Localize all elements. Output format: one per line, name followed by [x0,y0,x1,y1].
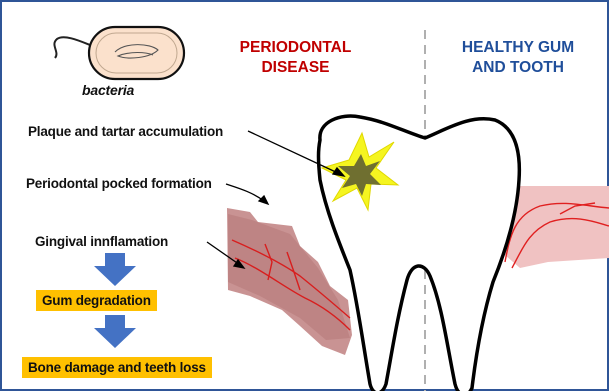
bacteria-flagellum [54,37,90,58]
pocket-arrowhead [259,196,268,204]
tooth [319,116,520,391]
pocket-pointer [226,184,264,201]
inflammation-label: Gingival innflamation [35,234,168,249]
gum-degradation-box: Gum degradation [36,290,157,311]
pocket-label: Periodontal pocked formation [26,176,212,191]
blue-arrow-down-1 [94,253,136,286]
healthy-header: HEALTHY GUM AND TOOTH [453,38,583,78]
blue-arrow-down-2 [94,315,136,348]
bone-damage-box: Bone damage and teeth loss [22,357,212,378]
bacteria-caption: bacteria [82,82,134,98]
plaque-label: Plaque and tartar accumulation [28,124,223,139]
disease-header: PERIODONTAL DISEASE [233,38,358,78]
